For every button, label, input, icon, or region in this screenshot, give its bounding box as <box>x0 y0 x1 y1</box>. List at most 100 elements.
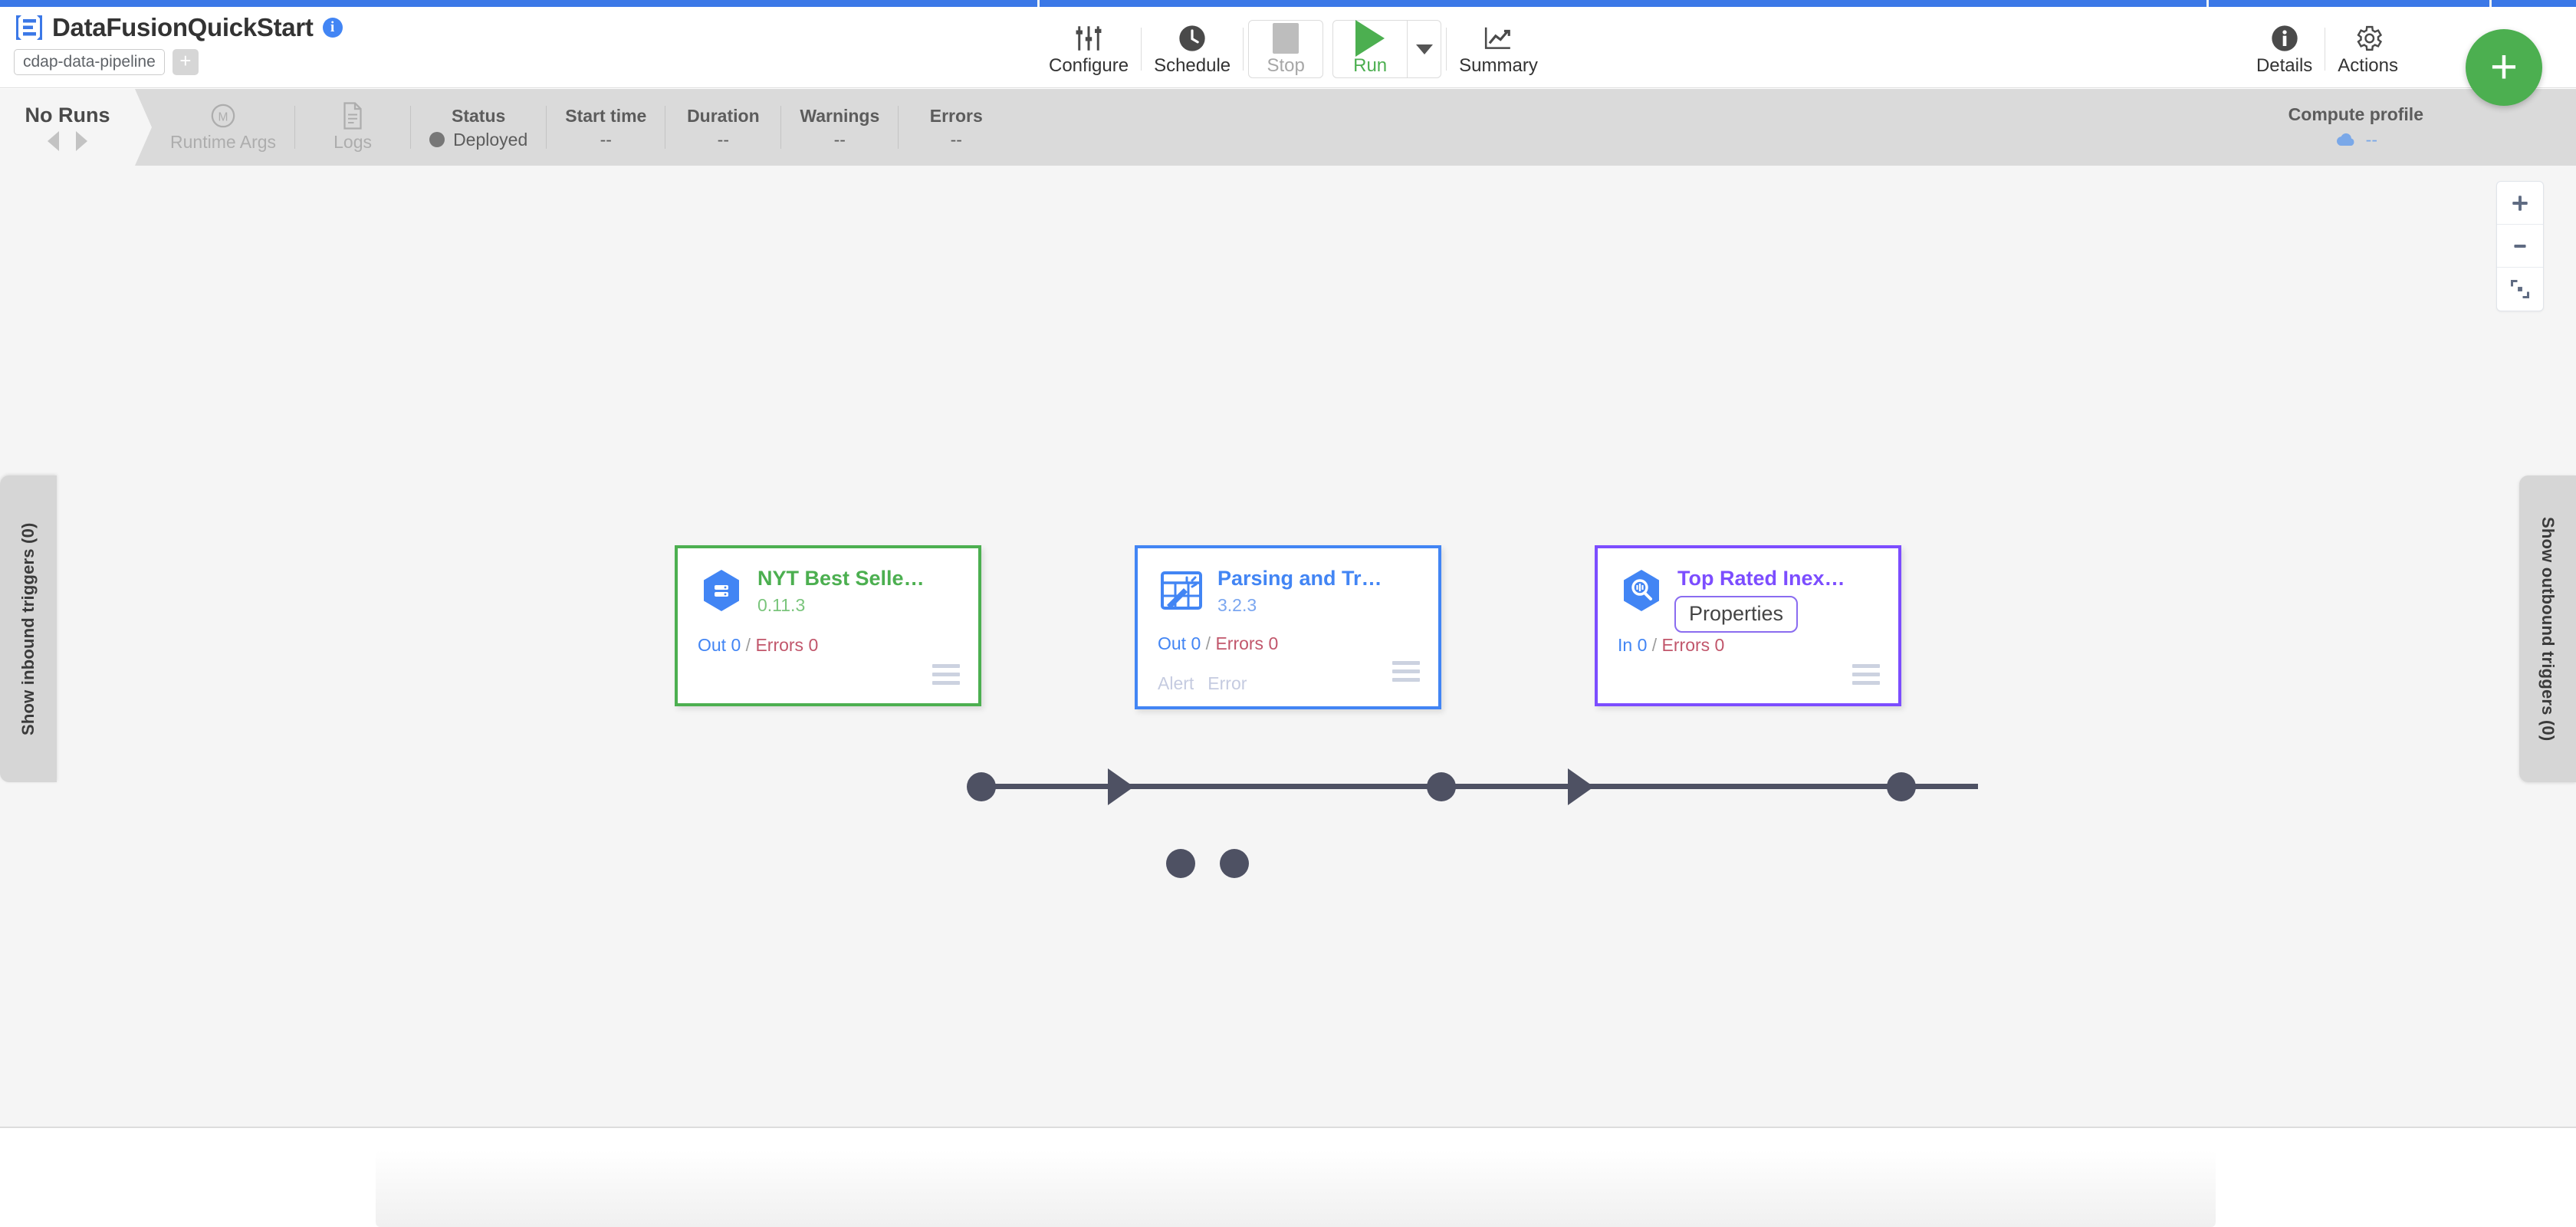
footer-ghost-panel <box>376 1150 2216 1227</box>
node-metric-sep: / <box>1647 635 1662 655</box>
stop-button[interactable]: Stop <box>1248 20 1324 78</box>
add-plugin-fab[interactable]: + <box>2466 29 2542 106</box>
pipeline-canvas[interactable]: Show inbound triggers (0) Show outbound … <box>0 166 2576 1128</box>
toolbar-divider <box>1243 28 1244 71</box>
document-icon <box>341 101 364 130</box>
node-metrics: Out 0 / Errors 0 <box>698 635 818 656</box>
edge-node1-node2 <box>989 784 1518 789</box>
node-alert-port-label[interactable]: Alert <box>1158 673 1194 693</box>
bigquery-source-icon <box>698 567 745 614</box>
node-name: Top Rated Inex… <box>1677 567 1845 590</box>
node-transform-error-port[interactable] <box>1220 849 1249 878</box>
toolbar-divider <box>1141 28 1142 71</box>
status-header: Status <box>452 105 506 126</box>
node-header: NYT Best Selle… 0.11.3 <box>678 548 978 617</box>
stop-square-icon <box>1273 22 1300 54</box>
duration-metric: Duration -- <box>665 89 780 166</box>
fit-to-screen-button[interactable] <box>2497 268 2543 311</box>
compute-profile[interactable]: Compute profile -- <box>2288 89 2423 166</box>
status-metric: Status Deployed <box>411 89 546 166</box>
node-port-labels: Alert Error <box>1158 673 1247 694</box>
duration-value: -- <box>717 129 729 150</box>
svg-text:M: M <box>219 110 228 123</box>
details-button[interactable]: Details <box>2244 14 2325 84</box>
cloud-icon <box>2336 133 2354 146</box>
pipeline-node-source[interactable]: NYT Best Selle… 0.11.3 Out 0 / Errors 0 <box>675 545 981 706</box>
node-transform-output-port[interactable] <box>1427 772 1456 801</box>
node-title-block: Top Rated Inex… <box>1677 567 1845 590</box>
node-menu-icon[interactable] <box>1392 661 1420 682</box>
node-error-count: Errors 0 <box>1661 635 1725 655</box>
add-tag-button[interactable]: + <box>172 49 199 75</box>
node-in-count: In 0 <box>1618 635 1648 655</box>
toolbar-divider <box>1446 28 1447 71</box>
pipeline-node-transform[interactable]: Parsing and Tr… 3.2.3 Out 0 / Errors 0 A… <box>1135 545 1441 709</box>
compute-profile-label: Compute profile <box>2288 104 2423 124</box>
pipeline-badges: cdap-data-pipeline + <box>14 49 343 75</box>
chevron-down-icon <box>1415 44 1433 54</box>
schedule-button[interactable]: Schedule <box>1142 14 1243 84</box>
info-circle-icon <box>2269 22 2300 54</box>
show-inbound-triggers-tab[interactable]: Show inbound triggers (0) <box>0 475 57 782</box>
run-dropdown-button[interactable] <box>1407 21 1441 77</box>
edge-node2-node3 <box>1449 784 1978 789</box>
toolbar-right-actions: Details Actions <box>2244 14 2410 84</box>
pipeline-toolbar: DataFusionQuickStart i cdap-data-pipelin… <box>0 7 2576 88</box>
cdap-logo-icon <box>14 12 44 43</box>
zoom-out-button[interactable] <box>2497 225 2543 268</box>
runtime-args-button[interactable]: M Runtime Args <box>152 89 294 166</box>
actions-button[interactable]: Actions <box>2325 14 2410 84</box>
run-button-group: Run <box>1332 20 1442 78</box>
node-metric-sep: / <box>741 635 756 655</box>
schedule-label: Schedule <box>1154 55 1231 76</box>
page-title: DataFusionQuickStart <box>52 13 314 41</box>
node-properties-tooltip[interactable]: Properties <box>1674 596 1799 633</box>
node-menu-icon[interactable] <box>1852 664 1880 685</box>
run-divider <box>780 106 782 149</box>
no-runs-panel: No Runs <box>0 89 152 166</box>
edge-arrow-node2 <box>1108 768 1134 805</box>
status-value: Deployed <box>453 129 528 150</box>
zoom-in-button[interactable] <box>2497 182 2543 225</box>
errors-header: Errors <box>929 105 983 126</box>
status-dot-icon <box>429 131 445 147</box>
macro-m-icon: M <box>210 103 236 129</box>
node-error-count: Errors 0 <box>755 635 819 655</box>
run-metrics-group: M Runtime Args Logs <box>152 89 1014 166</box>
pipeline-title-row: DataFusionQuickStart i <box>14 9 343 46</box>
node-sink-output-port[interactable] <box>1887 772 1916 801</box>
configure-button[interactable]: Configure <box>1037 14 1141 84</box>
summary-button[interactable]: Summary <box>1447 14 1550 84</box>
node-title-block: NYT Best Selle… 0.11.3 <box>757 567 925 617</box>
warnings-metric: Warnings -- <box>781 89 898 166</box>
start-time-value: -- <box>600 129 612 150</box>
show-outbound-triggers-tab[interactable]: Show outbound triggers (0) <box>2519 475 2576 782</box>
next-run-arrow-icon[interactable] <box>76 131 87 151</box>
errors-value: -- <box>950 129 962 150</box>
toolbar-center-actions: Configure Schedule Stop Run <box>1037 14 1550 84</box>
node-transform-alert-port[interactable] <box>1166 849 1195 878</box>
run-divider <box>410 106 412 149</box>
pipeline-node-sink[interactable]: Top Rated Inex… Properties In 0 / Errors… <box>1595 545 1901 706</box>
run-button[interactable]: Run <box>1333 20 1407 77</box>
node-error-port-label[interactable]: Error <box>1208 673 1247 693</box>
summary-label: Summary <box>1459 55 1538 76</box>
no-runs-label: No Runs <box>25 104 110 127</box>
node-menu-icon[interactable] <box>932 664 960 685</box>
info-icon[interactable]: i <box>322 18 343 38</box>
previous-run-arrow-icon[interactable] <box>48 131 59 151</box>
run-label: Run <box>1353 55 1388 76</box>
clock-icon <box>1177 22 1208 54</box>
node-source-output-port[interactable] <box>967 772 996 801</box>
stop-inner: Stop <box>1249 21 1322 77</box>
compute-profile-value-row: -- <box>2334 130 2377 150</box>
minus-icon <box>2514 244 2526 248</box>
details-label: Details <box>2256 55 2313 76</box>
run-divider <box>294 106 296 149</box>
node-version: 0.11.3 <box>757 595 806 615</box>
node-version: 3.2.3 <box>1217 595 1257 615</box>
artifact-type-badge: cdap-data-pipeline <box>14 49 165 75</box>
gear-icon <box>2352 22 2384 54</box>
logs-button[interactable]: Logs <box>295 89 410 166</box>
node-out-count: Out 0 <box>1158 633 1201 653</box>
